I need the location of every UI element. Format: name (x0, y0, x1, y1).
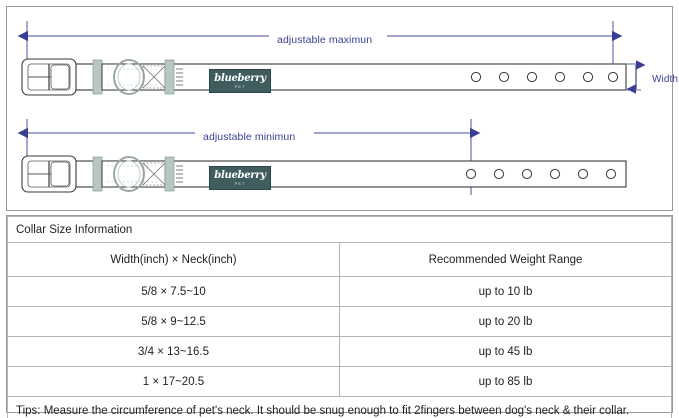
cell-size: 1 × 17~20.5 (7, 366, 340, 397)
brand-name: blueberry (214, 169, 266, 181)
collar-size-table: Collar Size Information Width(inch) × Ne… (7, 216, 672, 418)
column-header-size: Width(inch) × Neck(inch) (7, 242, 340, 277)
cell-weight: up to 45 lb (339, 336, 672, 367)
collar-size-table-panel: Collar Size Information Width(inch) × Ne… (6, 215, 673, 418)
cell-weight: up to 85 lb (339, 366, 672, 397)
collar-diagram-panel: adjustable maximun adjustable minimun Wi… (6, 6, 678, 211)
cell-size: 3/4 × 13~16.5 (7, 336, 340, 367)
collar-diagram-svg (17, 21, 646, 195)
table-header-row: Width(inch) × Neck(inch) Recommended Wei… (7, 242, 672, 277)
brand-tag-top: blueberry PET (209, 69, 271, 93)
adjustable-minimum-label: adjustable minimun (203, 131, 296, 143)
table-row: 5/8 × 7.5~10 up to 10 lb (7, 276, 672, 307)
brand-subtitle: PET (234, 83, 246, 89)
table-title: Collar Size Information (7, 216, 672, 243)
cell-weight: up to 10 lb (339, 276, 672, 307)
table-row: 1 × 17~20.5 up to 85 lb (7, 366, 672, 397)
cell-size: 5/8 × 9~12.5 (7, 306, 340, 337)
brand-tag-bottom: blueberry PET (209, 166, 271, 190)
cell-size: 5/8 × 7.5~10 (7, 276, 340, 307)
table-row: 3/4 × 13~16.5 up to 45 lb (7, 336, 672, 367)
column-header-weight: Recommended Weight Range (339, 242, 672, 277)
width-label: Width (652, 74, 679, 85)
adjustable-maximum-label: adjustable maximun (277, 34, 373, 46)
brand-name: blueberry (214, 72, 266, 84)
table-tips-row: Tips: Measure the circumference of pet's… (7, 396, 672, 418)
brand-subtitle: PET (234, 180, 246, 186)
cell-weight: up to 20 lb (339, 306, 672, 337)
tips-text: Tips: Measure the circumference of pet's… (7, 396, 672, 418)
table-title-row: Collar Size Information (7, 216, 672, 243)
table-row: 5/8 × 9~12.5 up to 20 lb (7, 306, 672, 337)
